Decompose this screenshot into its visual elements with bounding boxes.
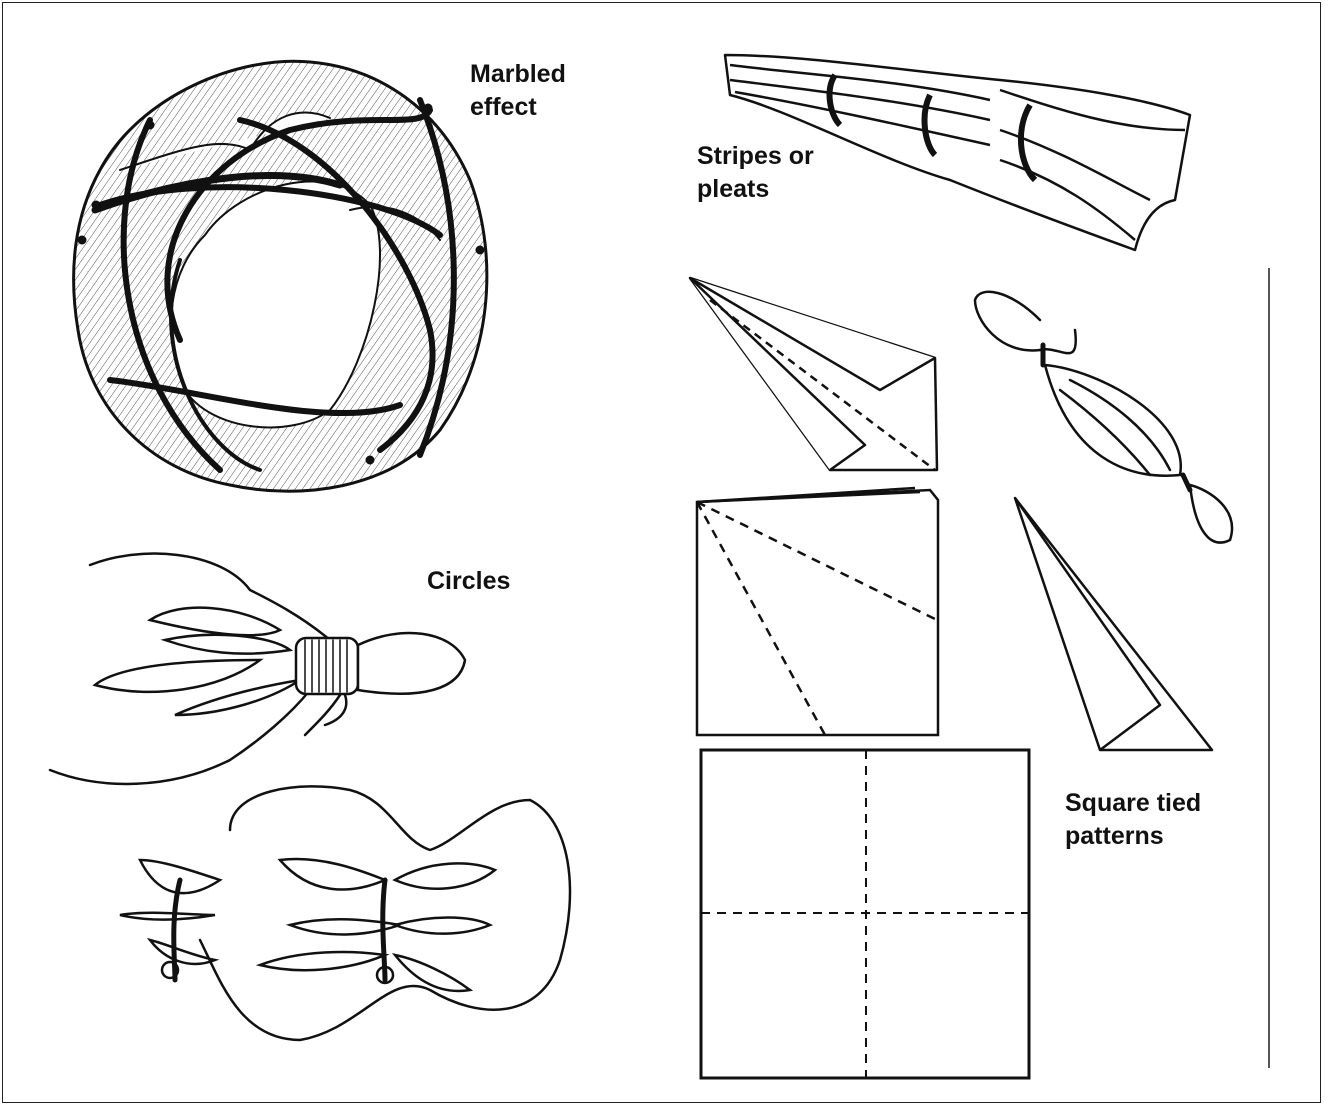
- label-circles: Circles: [427, 565, 510, 598]
- label-marbled-effect: Marbled effect: [470, 58, 566, 124]
- circles-bundle-drawing: [50, 554, 465, 784]
- marbled-ball-drawing: [74, 61, 487, 491]
- double-tied-bundle-drawing: [120, 786, 570, 1040]
- quartered-square-drawing: [701, 750, 1029, 1078]
- label-stripes-or-pleats: Stripes or pleats: [697, 140, 814, 206]
- tied-sausage-drawing: [975, 292, 1232, 543]
- label-square-tied-patterns: Square tied patterns: [1065, 787, 1201, 853]
- folded-triangle-drawing: [690, 278, 937, 470]
- folded-square-diagonals-drawing: [697, 488, 938, 735]
- narrow-triangle-drawing: [1015, 498, 1212, 750]
